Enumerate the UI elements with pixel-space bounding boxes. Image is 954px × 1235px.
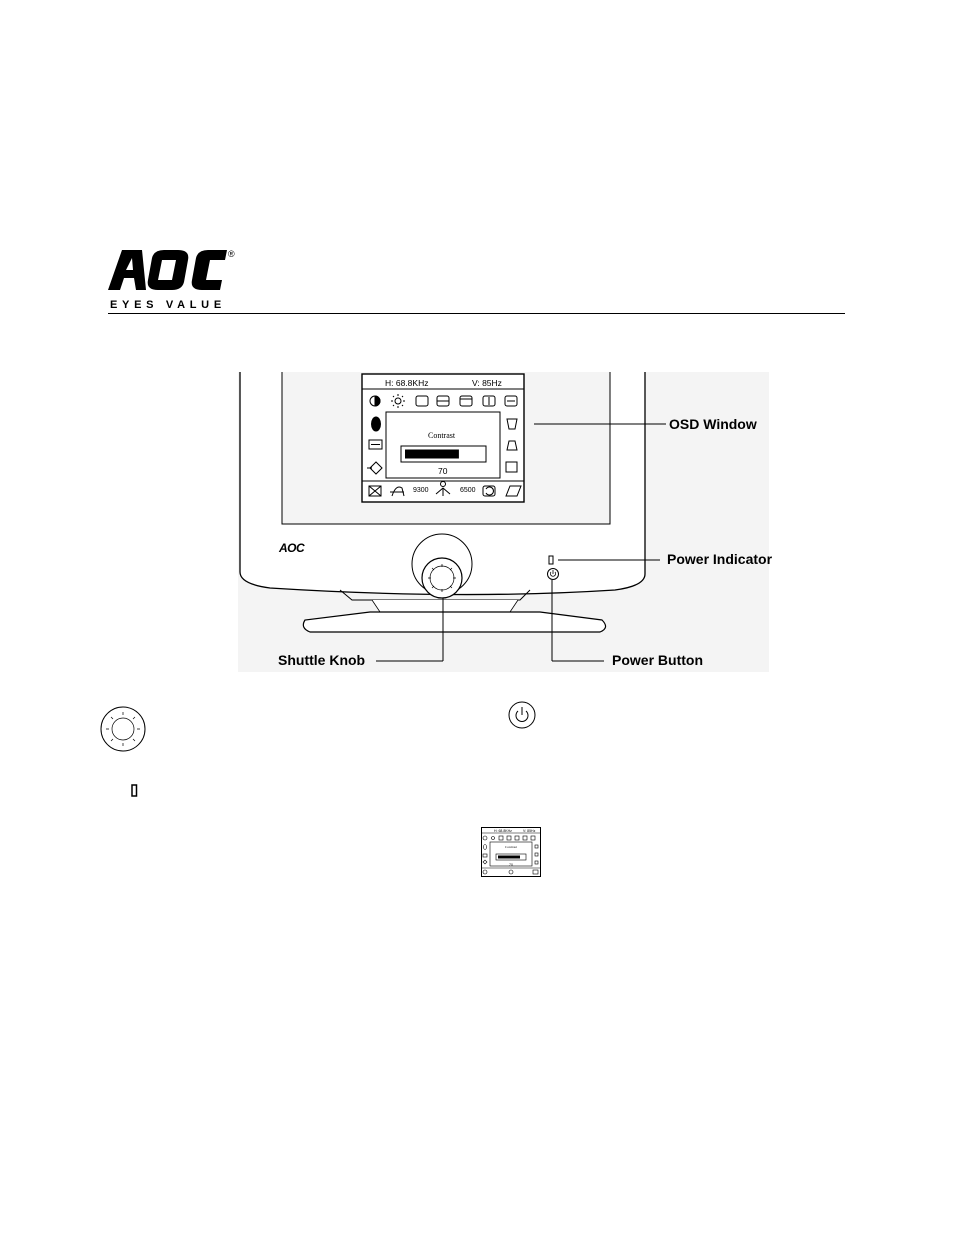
osd-item-value: 70 bbox=[438, 466, 447, 476]
callout-osd-window: OSD Window bbox=[669, 416, 757, 432]
osd-h-frequency: H: 68.8KHz bbox=[385, 378, 428, 388]
svg-text:V: 85Hz: V: 85Hz bbox=[523, 829, 536, 833]
callout-power-indicator: Power Indicator bbox=[667, 551, 772, 567]
osd-level-fill bbox=[405, 450, 459, 459]
svg-text:70: 70 bbox=[509, 863, 513, 867]
osd-color-temp-9300: 9300 bbox=[413, 487, 429, 494]
osd-color-temp-6500: 6500 bbox=[460, 487, 476, 494]
osd-v-frequency: V: 85Hz bbox=[472, 378, 502, 388]
osd-item-label: Contrast bbox=[428, 431, 455, 440]
power-indicator-icon bbox=[132, 785, 137, 796]
bezel-logo: AOC bbox=[279, 541, 304, 555]
callout-shuttle-knob: Shuttle Knob bbox=[278, 652, 365, 668]
power-indicator-led bbox=[549, 556, 553, 564]
power-icon bbox=[509, 702, 535, 728]
callout-power-button: Power Button bbox=[612, 652, 703, 668]
svg-text:H: 68.8KHz: H: 68.8KHz bbox=[494, 829, 512, 833]
osd-thumbnail: H: 68.8KHz V: 85Hz Contrast 70 bbox=[481, 827, 541, 877]
shuttle-knob-icon bbox=[101, 707, 145, 751]
svg-text:Contrast: Contrast bbox=[505, 845, 517, 849]
monitor-base bbox=[303, 612, 605, 632]
